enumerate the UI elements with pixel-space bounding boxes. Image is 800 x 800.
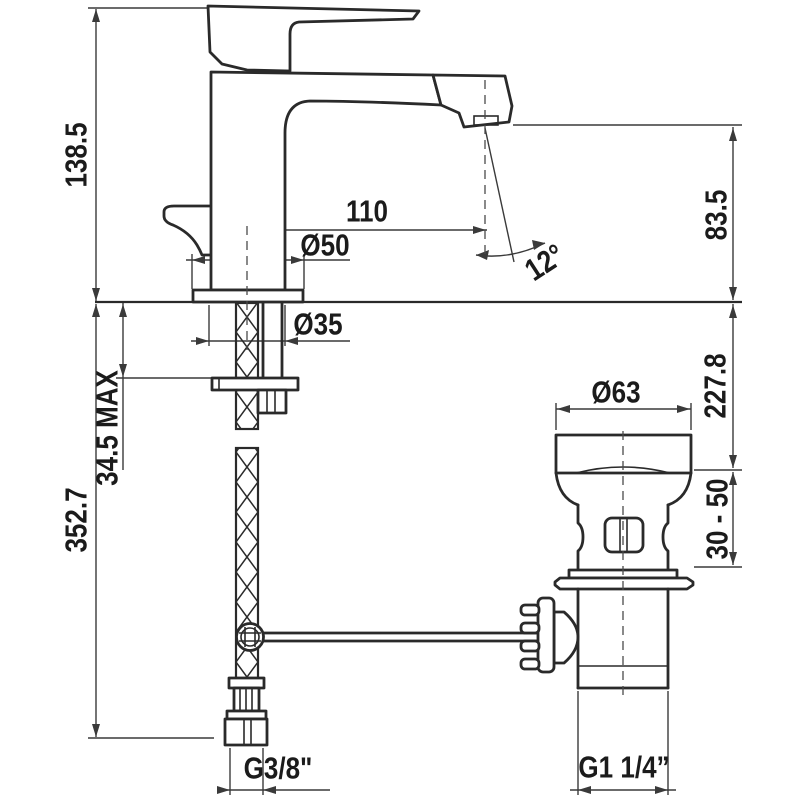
dim-waste-thread-label: G1 1/4” xyxy=(578,751,669,786)
pop-up-lever xyxy=(162,204,211,257)
hose-end-fitting xyxy=(223,676,269,747)
dimension-labels: 138.5 352.7 34.5 MAX 110 Ø50 Ø35 12° 83.… xyxy=(60,122,736,786)
centerlines xyxy=(246,80,624,700)
dim-supply-thread-label: G3/8" xyxy=(244,752,313,787)
dim-spout-height-label: 83.5 xyxy=(700,190,735,241)
hose-ferrule xyxy=(232,686,261,713)
dim-waste-diameter-label: Ø63 xyxy=(591,376,640,411)
dim-deck-range-label: 30 - 50 xyxy=(701,478,736,559)
faucet-body xyxy=(209,70,443,292)
supply-hex-nut xyxy=(223,717,269,747)
faucet-handle xyxy=(206,4,421,73)
drain-knurled-nut xyxy=(519,596,580,674)
drain-body-right xyxy=(661,503,670,572)
rod-clamp xyxy=(235,622,265,652)
drain-body-left xyxy=(576,503,585,572)
dim-stream-angle-label: 12° xyxy=(519,238,571,288)
water-stream-line xyxy=(484,127,515,263)
dimension-arrowheads xyxy=(92,9,737,794)
dim-below-deck-label: 352.7 xyxy=(60,487,95,552)
supply-hose xyxy=(234,301,260,680)
drain-flange xyxy=(553,576,695,591)
dim-spout-reach-label: 110 xyxy=(346,195,388,230)
stream-angle-detail xyxy=(475,127,546,263)
aerator xyxy=(473,115,499,126)
overflow-window xyxy=(603,516,645,554)
escutcheon-base xyxy=(191,288,305,304)
drain-taper-left xyxy=(554,471,580,507)
dim-hole-diameter-label: Ø35 xyxy=(293,308,342,343)
mounting-washer xyxy=(210,376,300,392)
drain-taper-right xyxy=(666,471,693,507)
mounting-nut xyxy=(256,388,288,415)
dim-drain-drop-label: 227.8 xyxy=(699,353,734,418)
extension-lines xyxy=(88,7,742,795)
dim-total-height-label: 138.5 xyxy=(60,122,95,187)
dim-deck-max-label: 34.5 MAX xyxy=(91,370,126,486)
dim-base-diameter-label: Ø50 xyxy=(300,229,349,264)
rod-joint-housing xyxy=(552,610,580,665)
pop-up-rod-horizontal xyxy=(260,631,540,643)
hose-collar xyxy=(227,676,266,690)
faucet-spout-head xyxy=(431,73,514,129)
